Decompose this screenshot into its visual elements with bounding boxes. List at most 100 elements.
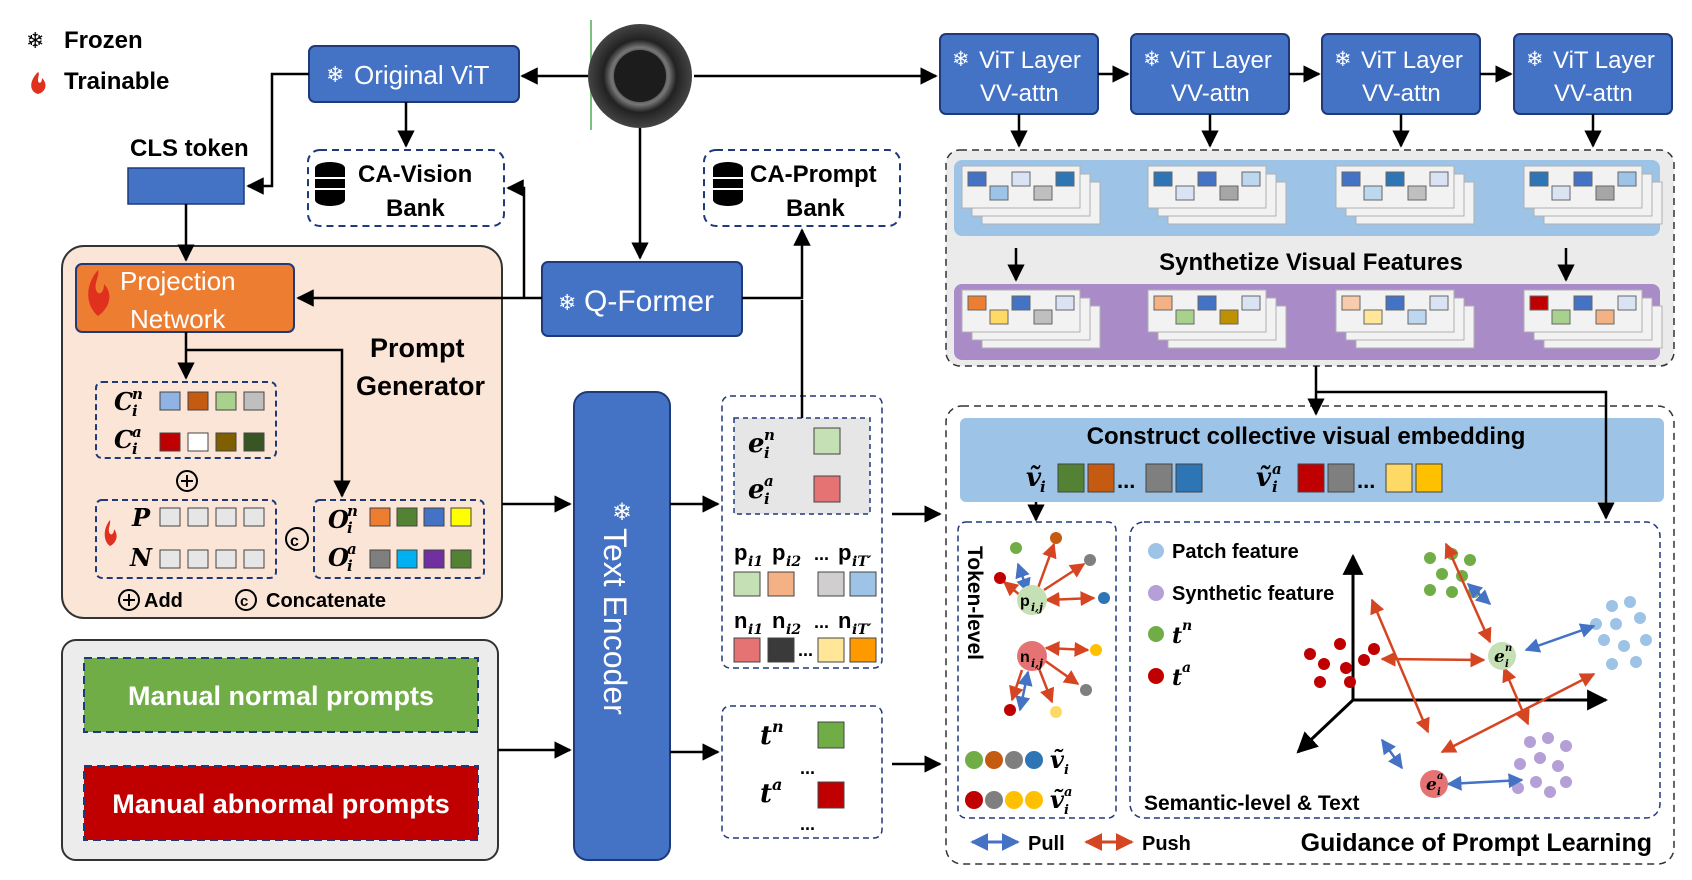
concatenate-legend-label: Concatenate <box>266 590 386 612</box>
vit-layer-2-line2: VV-attn <box>1171 80 1250 107</box>
o-normal-symbol: O <box>328 505 349 534</box>
snowflake-icon: ❄ <box>612 499 632 526</box>
add-legend: Add <box>118 589 183 612</box>
collective-embedding-title: Construct collective visual embedding <box>1087 423 1526 450</box>
t-normal-sup: n <box>772 717 784 736</box>
snowflake-icon: ❄ <box>1143 48 1161 71</box>
t-ellipsis-1: ... <box>800 758 815 778</box>
cls-token-label: CLS token <box>130 135 249 162</box>
v-abnormal-dots-sup: a <box>1064 785 1072 800</box>
synthetic-feature-band <box>954 284 1660 360</box>
guidance-title: Guidance of Prompt Learning <box>1301 829 1652 857</box>
flame-icon <box>31 72 46 94</box>
o-abnormal-symbol: O <box>328 543 349 572</box>
o-normal-tokens <box>369 507 472 527</box>
database-icon <box>713 162 743 206</box>
prompt-generator-line2: Generator <box>356 371 486 401</box>
e-normal-token <box>813 427 841 455</box>
e-abnormal-sup: a <box>764 472 774 490</box>
n-tokens <box>159 549 265 569</box>
cls-token: CLS token <box>127 135 249 205</box>
p-token-2: p <box>772 540 785 565</box>
v-abnormal-sup: a <box>1272 460 1282 478</box>
c-tokens-box <box>95 381 277 459</box>
e-normal-node-sub: i <box>1505 659 1509 670</box>
synthesize-label: Synthetize Visual Features <box>1159 249 1463 276</box>
snowflake-icon: ❄ <box>1526 48 1544 71</box>
e-abnormal-symbol: e <box>748 475 765 505</box>
c-normal-sub: i <box>132 402 138 420</box>
semantic-arrows <box>1370 542 1596 791</box>
text-encoder-module: ❄ Text Encoder <box>573 391 671 861</box>
original-vit-label: Original ViT <box>354 60 489 90</box>
p-ij-label: p <box>1020 593 1030 610</box>
o-abnormal-sup: a <box>347 540 357 558</box>
c-normal-symbol: C <box>114 387 133 416</box>
t-normal-symbol: t <box>760 721 772 751</box>
patch-cluster <box>1590 596 1652 670</box>
p-token-ellipsis: ... <box>814 544 829 564</box>
snowflake-icon: ❄ <box>558 290 576 315</box>
semantic-level-label: Semantic-level & Text <box>1144 792 1360 815</box>
v-normal-dots: ṽ i <box>965 745 1069 778</box>
vit-layer-4: ❄ ViT Layer VV-attn <box>1513 33 1673 115</box>
ca-prompt-bank-line1: CA-Prompt <box>750 161 877 188</box>
p-symbol: P <box>131 503 151 532</box>
push-label: Push <box>1142 833 1191 855</box>
pull-push-legend: Pull Push <box>970 833 1191 855</box>
snowflake-icon: ❄ <box>326 62 344 87</box>
patch-feature-stacks <box>961 165 1663 225</box>
legend-tn: t <box>1172 623 1182 649</box>
n-token-ellipsis: ... <box>814 612 829 632</box>
q-former-label: Q-Former <box>584 285 714 318</box>
legend-tn-sup: n <box>1182 618 1192 634</box>
e-abnormal-token <box>813 475 841 503</box>
t-normal-token <box>817 721 845 749</box>
ca-prompt-bank-line2: Bank <box>786 195 845 222</box>
n-ij-label: n <box>1020 649 1030 666</box>
c-abnormal-sub: i <box>132 440 138 458</box>
ca-vision-bank: CA-Vision Bank <box>307 149 505 227</box>
projection-network-line1: Projection <box>120 266 236 296</box>
p-token-1-sub: i1 <box>748 554 763 570</box>
ca-vision-bank-line2: Bank <box>386 195 445 222</box>
flame-icon <box>104 520 117 546</box>
semantic-level-box <box>1129 521 1661 819</box>
n-token-1-sub: i1 <box>748 622 763 638</box>
manual-normal-prompts-box <box>83 657 479 733</box>
v-normal-dots-label: ṽ <box>1050 745 1065 774</box>
v-normal-symbol: ṽ <box>1026 463 1042 493</box>
concatenate-legend: c Concatenate <box>235 589 386 612</box>
v-abnormal-sub: i <box>1272 478 1278 496</box>
p-token-2-sub: i2 <box>786 554 801 570</box>
vit-layer-1-line1: ViT Layer <box>979 47 1081 74</box>
e-abnormal-node: e a i <box>1420 770 1448 798</box>
vit-layer-1: ❄ ViT Layer VV-attn <box>939 33 1099 115</box>
collective-embedding-band <box>960 418 1664 502</box>
ca-vision-bank-line1: CA-Vision <box>358 161 472 188</box>
p-token-3-sub: iT′ <box>852 554 872 570</box>
o-normal-sub: i <box>347 519 353 537</box>
synthesize-panel: Synthetize Visual Features <box>945 149 1675 367</box>
semantic-legend: Patch feature Synthetic feature t n t a <box>1148 541 1334 691</box>
snowflake-icon: ❄ <box>952 48 970 71</box>
ca-prompt-bank: CA-Prompt Bank <box>703 149 901 227</box>
n-token-3-sub: iT′ <box>852 622 872 638</box>
o-abnormal-tokens <box>369 549 472 569</box>
legend-synthetic-feature: Synthetic feature <box>1172 583 1334 605</box>
p-token-3: p <box>838 540 851 565</box>
legend: ❄ Frozen Trainable <box>26 27 169 95</box>
manual-normal-prompts-label: Manual normal prompts <box>128 681 434 711</box>
v-abnormal-ellipsis: ... <box>1357 468 1375 493</box>
t-abnormal-token <box>817 781 845 809</box>
manual-abnormal-prompts-box <box>83 765 479 841</box>
e-normal-node-label: e <box>1494 647 1505 667</box>
o-abnormal-sub: i <box>347 557 353 575</box>
projection-network-line2: Network <box>130 304 226 334</box>
t-abnormal-symbol: t <box>760 779 772 809</box>
vit-layer-2: ❄ ViT Layer VV-attn <box>1130 33 1290 115</box>
n-ij-sub: i,j <box>1031 657 1043 670</box>
vit-layer-3: ❄ ViT Layer VV-attn <box>1321 33 1481 115</box>
p-token-1: p <box>734 540 747 565</box>
synthetic-feature-stacks <box>961 289 1663 349</box>
